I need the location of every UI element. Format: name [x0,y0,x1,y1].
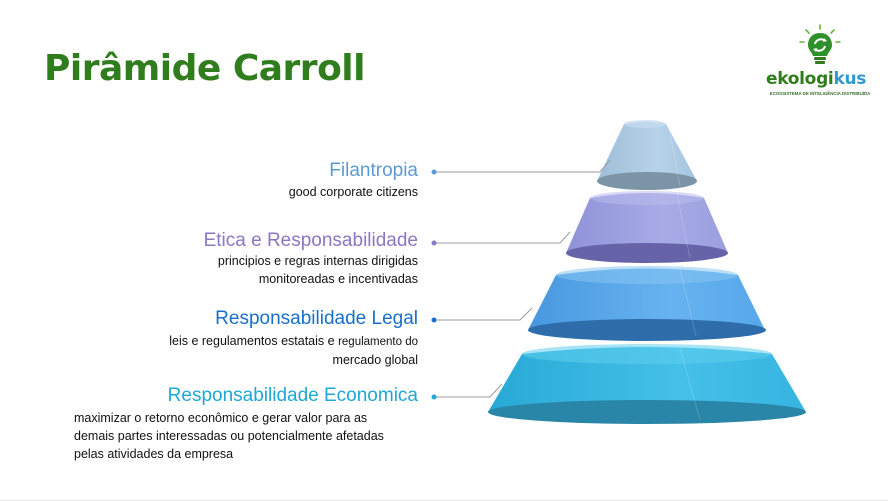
pyramid-tier-etica [566,191,728,263]
desc-line: demais partes interessadas ou potencialm… [74,429,384,443]
desc-line: maximizar o retorno econômico e gerar va… [74,411,368,425]
logo-wordmark: ekologikus [766,69,867,89]
connector-legal [431,307,533,323]
desc-line: pelas atividades da empresa [74,447,234,461]
desc-line: mercado global [332,353,418,367]
lightbulb-recycle-icon [799,24,841,64]
desc-line: leis e regulamentos estatais e regulamen… [108,332,418,351]
level-desc-etica: principios e regras internas dirigidas m… [218,252,418,288]
pyramid-tier-legal [528,266,766,341]
desc-line: good corporate citizens [288,185,418,199]
level-desc-filantropia: good corporate citizens [289,183,418,201]
level-desc-legal: leis e regulamentos estatais e regulamen… [108,332,418,369]
desc-line: principios e regras internas dirigidas [217,254,418,268]
level-title-economica: Responsabilidade Economica [167,385,418,406]
pyramid-tier-economica [488,344,806,424]
connector-economica [431,383,503,400]
level-title-legal: Responsabilidade Legal [215,308,418,329]
desc-fragment: regulamento do [338,336,418,348]
page-title: Pirâmide Carroll [44,48,365,89]
desc-line: monitoreadas e incentivadas [258,272,418,286]
level-desc-economica: maximizar o retorno econômico e gerar va… [74,409,384,463]
pyramid-tier-filantropia [597,120,697,190]
desc-fragment: leis e regulamentos estatais e [169,334,335,348]
ekologikus-logo: ekologikus ECOSSISTEMA DE INTELIGÊNCIA D… [764,24,874,102]
level-title-filantropia: Filantropia [329,160,418,181]
connector-filantropia [431,159,611,175]
logo-tagline: ECOSSISTEMA DE INTELIGÊNCIA DISTRIBUÍDA [769,91,871,96]
connector-etica [431,231,571,246]
level-title-etica: Etica e Responsabilidade [203,230,418,251]
